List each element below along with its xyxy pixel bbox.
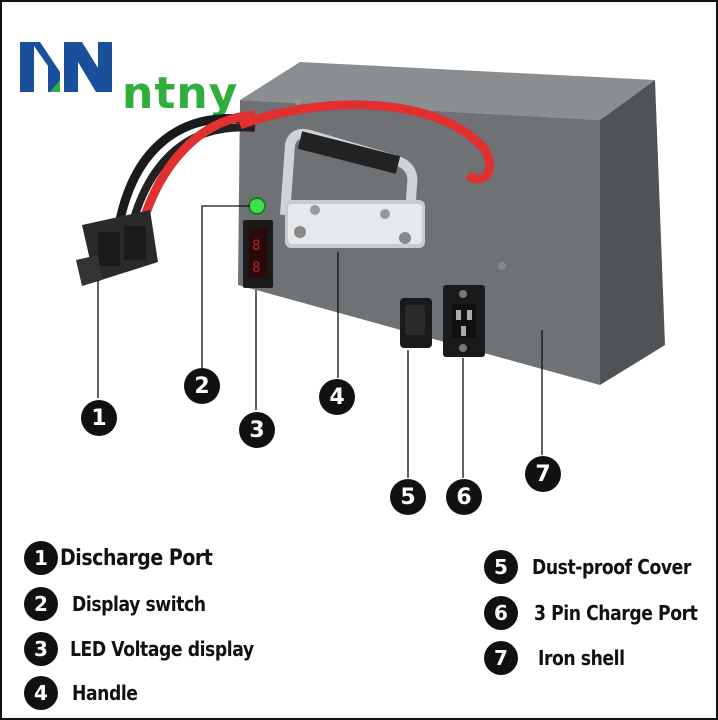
display-switch [248, 197, 266, 215]
legend-item-handle: 4 Handle [24, 676, 148, 710]
legend-number: 2 [24, 587, 58, 621]
charge-port [443, 285, 485, 357]
legend-number: 6 [484, 596, 518, 630]
battery-side-face [600, 80, 665, 385]
legend-number: 1 [24, 541, 58, 575]
legend-label: Iron shell [538, 646, 625, 670]
legend-number: 4 [24, 676, 58, 710]
legend-label: Dust-proof Cover [532, 555, 691, 579]
callout-3: 3 [239, 412, 275, 448]
legend-item-dust-proof-cover: 5 Dust-proof Cover [484, 550, 717, 584]
leader-lines [97, 205, 543, 478]
dust-proof-cover [400, 298, 432, 348]
legend-item-charge-port: 6 3 Pin Charge Port [484, 596, 718, 630]
handle [280, 128, 425, 248]
legend-label: Display switch [72, 592, 206, 616]
callout-2: 2 [184, 368, 220, 404]
legend-label: LED Voltage display [70, 637, 254, 661]
red-cable-top [238, 100, 494, 184]
legend-number: 3 [24, 632, 58, 666]
legend-label: Handle [72, 681, 138, 705]
legend-item-led-voltage-display: 3 LED Voltage display [24, 632, 284, 666]
legend-item-display-switch: 2 Display switch [24, 587, 227, 621]
legend-label: 3 Pin Charge Port [534, 601, 698, 625]
callout-6: 6 [446, 479, 482, 515]
svg-text:8: 8 [252, 260, 260, 276]
legend-number: 7 [484, 641, 518, 675]
legend-item-discharge-port: 1 Discharge Port [24, 541, 237, 575]
legend-item-iron-shell: 7 Iron shell [484, 641, 639, 675]
brand-mark-icon [20, 42, 112, 92]
brand-name: ntny [122, 68, 239, 119]
legend-label: Discharge Port [60, 545, 213, 571]
black-cable-2 [128, 123, 256, 227]
callout-1: 1 [81, 400, 117, 436]
discharge-port-connector [76, 210, 158, 286]
callout-7: 7 [525, 456, 561, 492]
brand-logo: ntny [20, 30, 250, 119]
callout-4: 4 [319, 379, 355, 415]
callout-5: 5 [390, 479, 426, 515]
red-cable [137, 110, 256, 227]
svg-text:8: 8 [252, 238, 260, 254]
legend-number: 5 [484, 550, 518, 584]
